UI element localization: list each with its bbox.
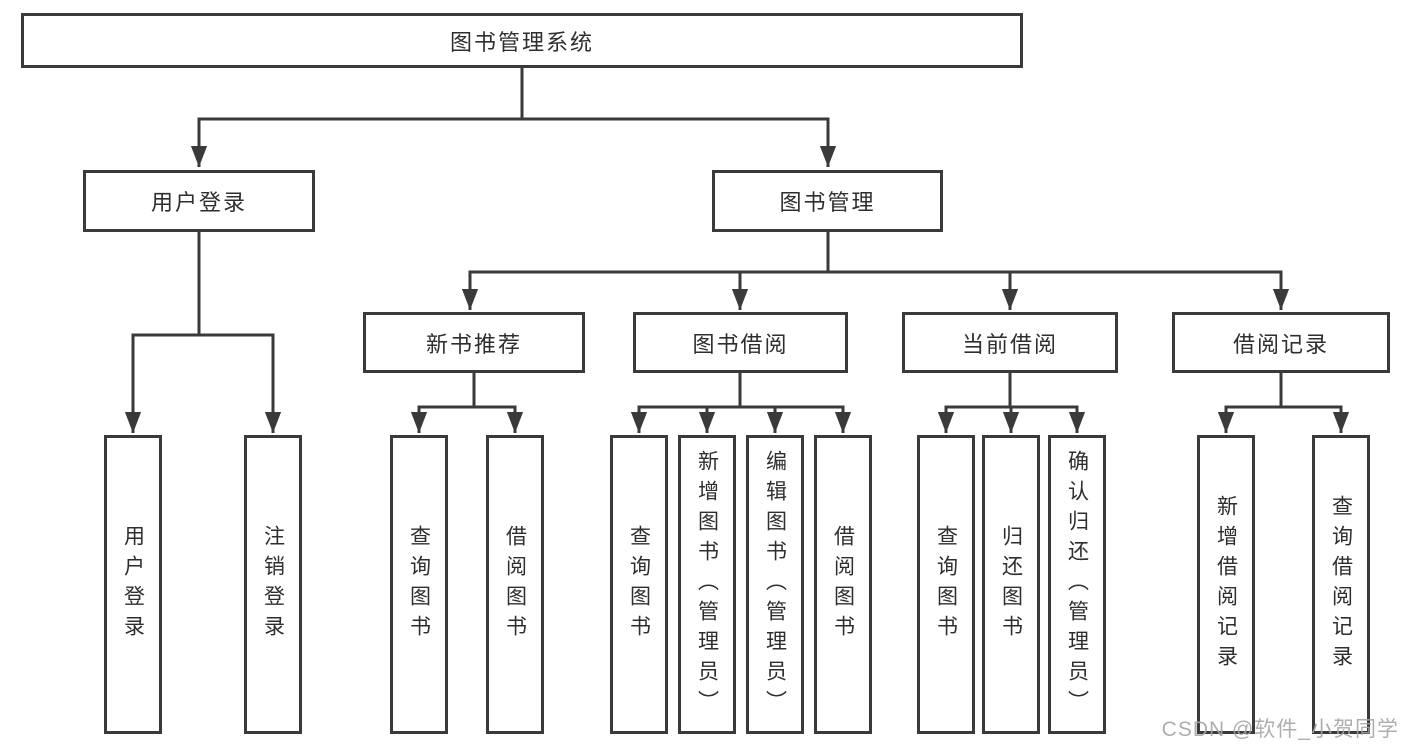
leaf-edit-book-admin: 编辑图书（管理员）	[746, 435, 804, 734]
node-borrow-records-label: 借阅记录	[1232, 331, 1329, 357]
leaf-borrow-book-label: 借阅图书	[831, 524, 855, 645]
leaf-add-borrow-record-label: 新增借阅记录	[1214, 494, 1238, 675]
node-root-label: 图书管理系统	[449, 29, 594, 55]
node-new-book-recommend: 新书推荐	[363, 312, 585, 373]
csdn-watermark: CSDN @软件_小贺同学	[1161, 718, 1399, 741]
leaf-current-query-book-label: 查询图书	[934, 524, 958, 645]
leaf-user-login: 用户登录	[104, 435, 162, 734]
leaf-add-book-admin-label: 新增图书（管理员）	[695, 449, 719, 720]
leaf-logout-label: 注销登录	[261, 524, 285, 645]
node-user-login: 用户登录	[83, 170, 315, 232]
node-book-borrow: 图书借阅	[633, 312, 848, 373]
node-book-management-label: 图书管理	[779, 190, 876, 215]
node-new-book-recommend-label: 新书推荐	[425, 331, 522, 357]
leaf-query-borrow-record-label: 查询借阅记录	[1329, 494, 1353, 675]
leaf-recommend-query-book-label: 查询图书	[407, 524, 431, 645]
leaf-user-login-label: 用户登录	[121, 524, 145, 645]
leaf-recommend-query-book: 查询图书	[390, 435, 448, 734]
leaf-borrow-query-book-label: 查询图书	[627, 524, 651, 645]
leaf-current-query-book: 查询图书	[917, 435, 975, 734]
node-current-borrow: 当前借阅	[902, 312, 1118, 373]
leaf-borrow-query-book: 查询图书	[610, 435, 668, 734]
leaf-return-book: 归还图书	[982, 435, 1040, 734]
leaf-edit-book-admin-label: 编辑图书（管理员）	[763, 449, 787, 720]
node-root-system: 图书管理系统	[21, 13, 1023, 68]
node-book-borrow-label: 图书借阅	[692, 331, 789, 357]
leaf-query-borrow-record: 查询借阅记录	[1312, 435, 1370, 734]
leaf-return-book-label: 归还图书	[999, 524, 1023, 645]
leaf-logout: 注销登录	[244, 435, 302, 734]
leaf-recommend-borrow-book-label: 借阅图书	[503, 524, 527, 645]
leaf-add-book-admin: 新增图书（管理员）	[678, 435, 736, 734]
node-book-management: 图书管理	[712, 170, 943, 232]
leaf-confirm-return-admin: 确认归还（管理员）	[1048, 435, 1106, 734]
node-borrow-records: 借阅记录	[1172, 312, 1390, 373]
node-current-borrow-label: 当前借阅	[961, 331, 1058, 357]
node-user-login-label: 用户登录	[150, 190, 247, 215]
leaf-borrow-book: 借阅图书	[814, 435, 872, 734]
leaf-add-borrow-record: 新增借阅记录	[1197, 435, 1255, 734]
leaf-confirm-return-admin-label: 确认归还（管理员）	[1065, 449, 1089, 720]
leaf-recommend-borrow-book: 借阅图书	[486, 435, 544, 734]
